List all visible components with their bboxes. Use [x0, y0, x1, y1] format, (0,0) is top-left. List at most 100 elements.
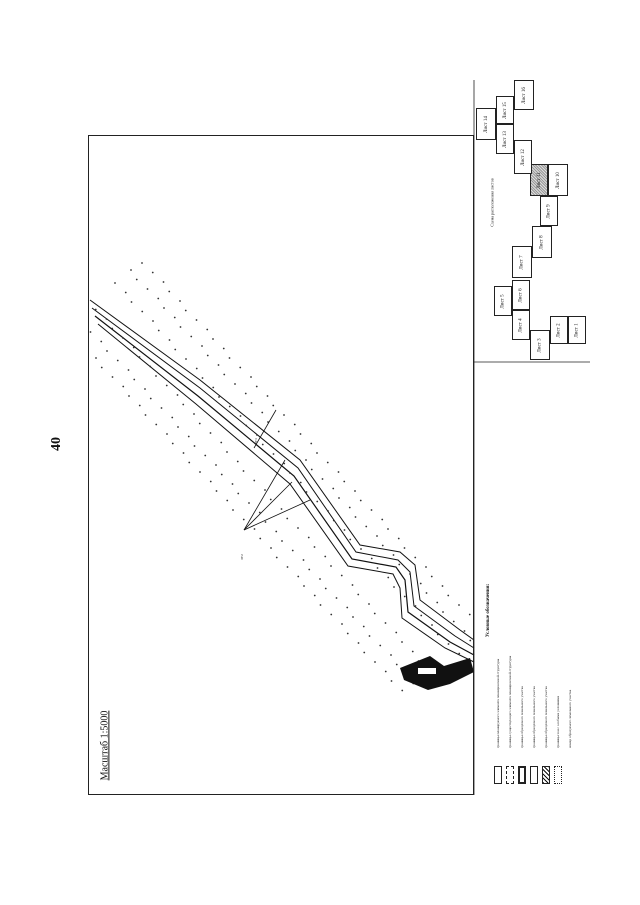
map-dot	[258, 511, 261, 514]
map-dot	[365, 525, 368, 528]
map-dot	[324, 587, 327, 590]
map-dot	[302, 559, 305, 561]
sheet-7[interactable]: Лист 7	[512, 246, 532, 278]
map-dot	[163, 307, 165, 309]
map-dot	[220, 441, 223, 444]
sheet-11[interactable]: Лист 11	[530, 164, 548, 196]
map-dot	[305, 459, 307, 461]
map-dot	[187, 435, 190, 438]
map-dot	[299, 481, 302, 484]
map-dot	[441, 585, 444, 587]
map-dot	[291, 549, 294, 552]
sheet-10[interactable]: Лист 10	[548, 164, 568, 196]
map-dot	[305, 491, 308, 493]
map-dot	[313, 546, 316, 548]
map-dot	[374, 661, 376, 663]
map-dot	[354, 516, 357, 518]
map-dot	[293, 423, 296, 426]
map-dot	[157, 297, 160, 300]
map-dot	[362, 625, 365, 628]
map-dot	[182, 403, 185, 406]
sheet-6[interactable]: Лист 6	[512, 280, 530, 310]
sheet-3[interactable]: Лист 3	[530, 330, 550, 360]
map-dot	[209, 480, 212, 483]
map-dot	[100, 340, 103, 343]
sheet-5[interactable]: Лист 5	[494, 286, 512, 316]
sheet-2[interactable]: Лист 2	[550, 316, 568, 344]
map-dot	[179, 300, 181, 302]
map-dot	[272, 453, 275, 455]
map-dot	[155, 375, 157, 377]
map-dot	[351, 584, 354, 586]
map-dot	[184, 309, 187, 312]
map-dot	[188, 461, 191, 464]
map-dot	[376, 535, 378, 537]
legend-item-7: номер образуемого земельного участка	[568, 689, 572, 748]
map-dot	[447, 594, 450, 597]
map-dot	[289, 472, 291, 474]
map-frame	[88, 135, 474, 795]
map-dot	[327, 510, 329, 512]
map-dot	[420, 614, 423, 617]
map-dot	[310, 468, 313, 471]
map-dot	[266, 395, 269, 397]
map-dot	[95, 357, 97, 359]
sheet-15[interactable]: Лист 15	[496, 96, 514, 124]
map-dot	[403, 547, 406, 549]
legend-swatch-2	[506, 766, 514, 784]
map-dot	[111, 327, 114, 330]
map-dot	[401, 689, 404, 692]
sheet-9[interactable]: Лист 9	[540, 196, 558, 226]
sheet-12[interactable]: Лист 12	[514, 140, 532, 174]
map-dot	[138, 404, 141, 407]
map-dot	[174, 348, 177, 351]
leader-lines	[243, 409, 311, 531]
sheet-1[interactable]: Лист 1	[568, 316, 586, 344]
sheet-13[interactable]: Лист 13	[496, 124, 514, 154]
map-dot	[283, 414, 285, 416]
legend-swatch-6	[554, 766, 562, 784]
map-dot	[352, 616, 354, 618]
legend-item-6: границы зон с особыми условиями	[556, 695, 560, 748]
map-dot	[419, 582, 422, 585]
map-dot	[248, 502, 250, 504]
map-dot	[357, 593, 360, 596]
sheet-14[interactable]: Лист 14	[476, 108, 496, 140]
map-dot	[228, 405, 231, 408]
map-dot	[398, 563, 401, 566]
sheet-8[interactable]: Лист 8	[532, 226, 552, 258]
sheet-16[interactable]: Лист 16	[514, 80, 534, 110]
map-dot	[228, 357, 231, 359]
map-dot	[130, 269, 132, 271]
map-dot	[171, 416, 174, 419]
map-dot	[390, 654, 392, 656]
map-dot	[348, 506, 351, 509]
road-line-outer-right	[97, 323, 475, 663]
map-dot	[220, 473, 223, 476]
map-dot	[204, 454, 207, 457]
scale-label: Масштаб 1:5000	[99, 710, 111, 781]
map-dot	[217, 364, 220, 366]
map-dot	[379, 644, 382, 647]
map-dot	[381, 544, 384, 547]
map-dot	[234, 383, 236, 385]
map-dot	[319, 604, 322, 606]
map-dot	[195, 367, 198, 370]
map-dot	[127, 369, 130, 371]
map-dot	[425, 592, 428, 594]
map-dot	[368, 603, 370, 605]
map-dot	[387, 528, 389, 530]
map-dot	[297, 527, 299, 529]
map-dot	[100, 366, 103, 369]
map-dot	[370, 557, 373, 560]
map-dot	[232, 509, 234, 511]
map-dot	[195, 319, 198, 321]
map-dot	[245, 424, 248, 427]
sheet-4[interactable]: Лист 4	[512, 310, 530, 340]
map-dot	[212, 338, 214, 340]
map-dot	[436, 633, 439, 636]
map-dot	[346, 606, 349, 609]
map-dot	[179, 326, 182, 328]
map-dot	[160, 407, 163, 409]
